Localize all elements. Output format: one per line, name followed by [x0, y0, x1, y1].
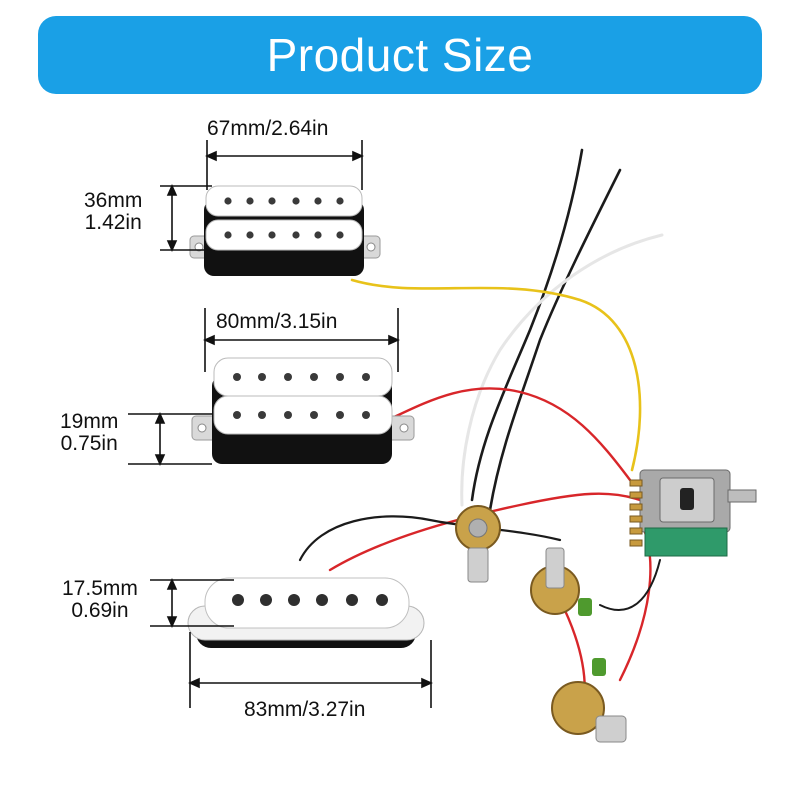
title-banner: Product Size: [38, 16, 762, 94]
wire-black: [488, 168, 622, 512]
humbucker-large-width-label: 80mm/3.15in: [216, 310, 338, 333]
humbucker-small-height-mm: 36mm: [84, 189, 143, 212]
single-coil-pickup: [187, 577, 425, 648]
wire-red: [390, 387, 632, 482]
humbucker-large-height-label: 19mm 0.75in: [60, 411, 118, 455]
potentiometer-2: [530, 547, 592, 616]
wire-black: [470, 148, 584, 502]
single-coil-height-label: 17.5mm 0.69in: [62, 578, 138, 622]
dimension-lines: [128, 140, 433, 708]
wiring: [298, 148, 664, 717]
wire-yellow: [350, 278, 642, 472]
single-coil-width-label: 83mm/3.27in: [244, 698, 366, 721]
potentiometer-3: [551, 658, 627, 743]
wire-black: [298, 515, 562, 562]
wire-black: [599, 559, 661, 611]
wire-red: [328, 492, 642, 572]
humbucker-small-width-label: 67mm/2.64in: [207, 117, 329, 140]
single-coil-height-mm: 17.5mm: [62, 577, 138, 600]
humbucker-small-height-label: 36mm 1.42in: [84, 190, 142, 234]
page-title: Product Size: [266, 29, 534, 81]
wire-white: [460, 233, 664, 507]
humbucker-large-height-in: 0.75in: [60, 432, 118, 455]
humbucker-small-height-in: 1.42in: [84, 211, 142, 234]
single-coil-height-in: 0.69in: [71, 599, 129, 622]
five-way-switch: [629, 469, 757, 557]
humbucker-large-height-mm: 19mm: [60, 410, 119, 433]
humbucker-pickup-small: [189, 185, 381, 276]
humbucker-pickup-large: [191, 357, 415, 464]
potentiometer-1: [455, 505, 501, 583]
